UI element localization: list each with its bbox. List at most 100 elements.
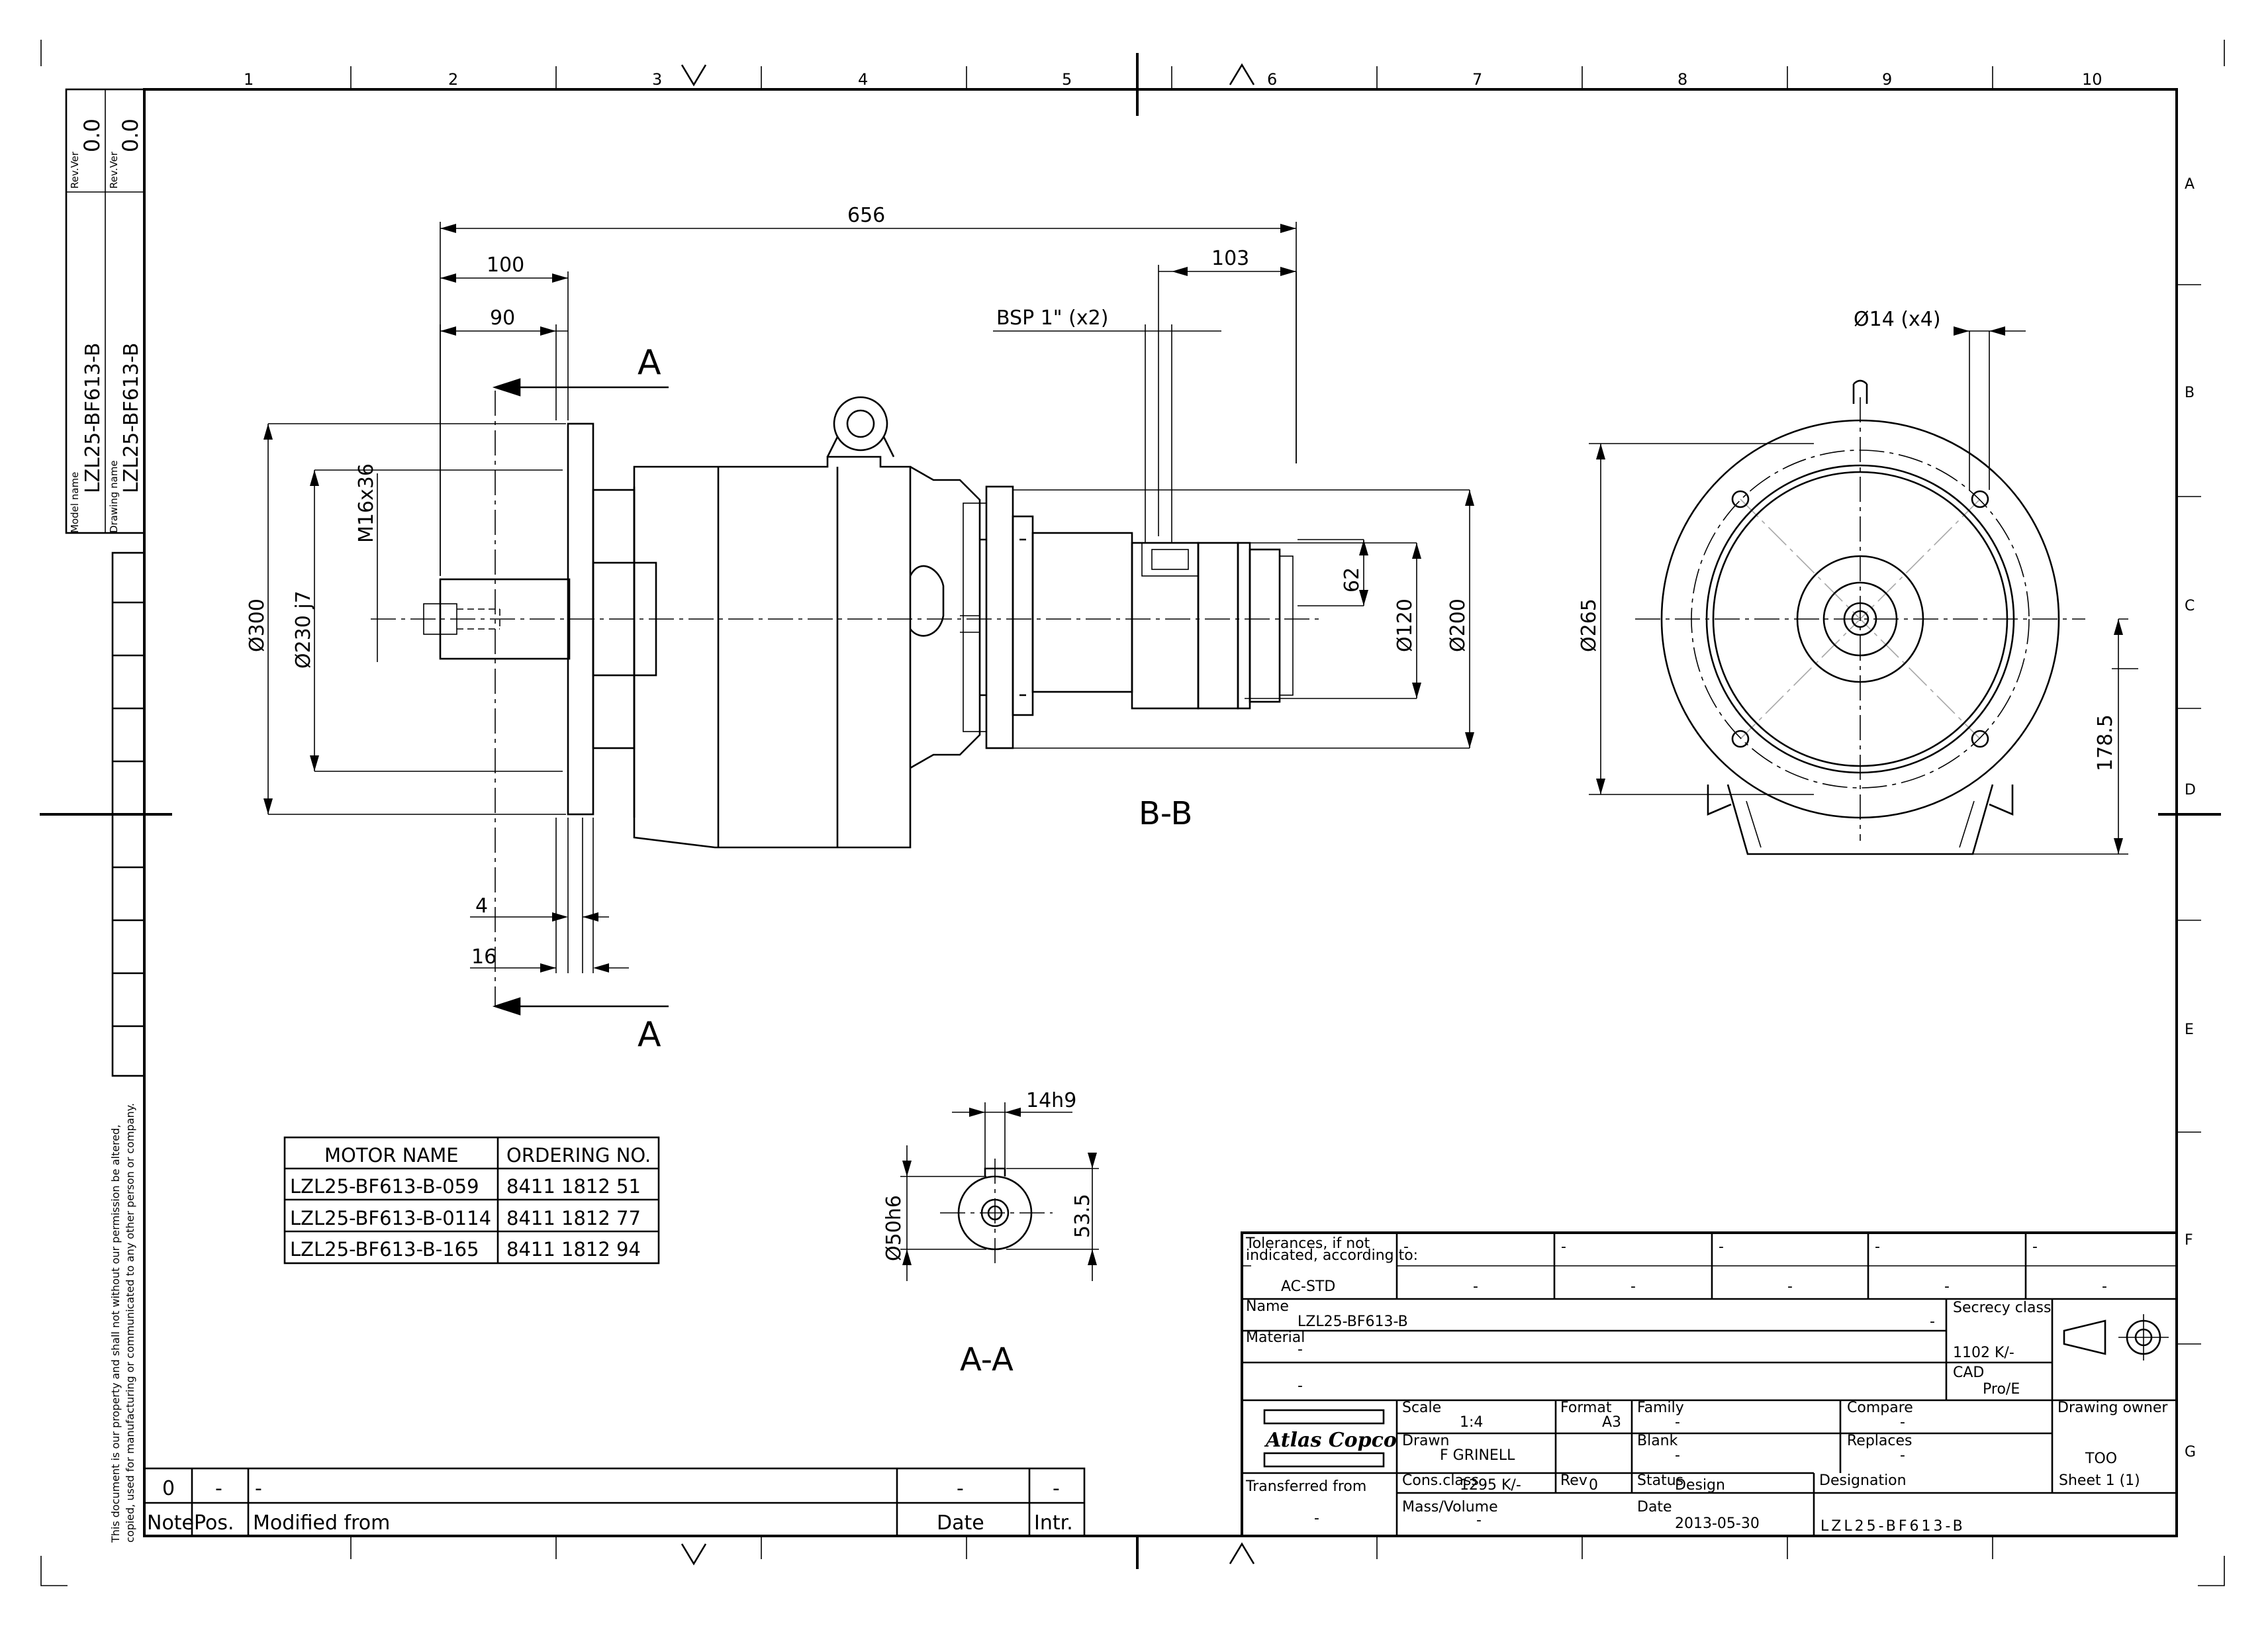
left-ruler-boxes [111,551,146,1077]
side-model-name: LZL25-BF613-B [81,343,105,493]
dim-d50: Ø50h6 [882,1195,906,1261]
rev-value: 0 [1589,1477,1598,1494]
rev-modified-value: - [255,1477,262,1500]
rev-pos-header: Pos. [194,1511,234,1535]
name-value: LZL25-BF613-B [1298,1314,1408,1330]
disclaimer-line-1: This document is our property and shall … [109,1125,122,1543]
rev-date-header: Date [937,1511,984,1535]
tol-cell-3: - [1719,1239,1724,1255]
col-2: 2 [448,70,458,89]
scale-value: 1:4 [1460,1414,1483,1431]
row-g: G [2185,1444,2196,1460]
dim-d265: Ø265 [1578,598,1601,652]
dim-bsp: BSP 1" (x2) [996,307,1108,330]
row-d: D [2185,782,2196,798]
atlas-copco-logo: Atlas Copco [1263,1409,1397,1468]
side-label-box: Model name LZL25-BF613-B Drawing name LZ… [65,88,146,534]
dim-16: 16 [471,945,496,969]
rev-intr-header: Intr. [1034,1511,1073,1535]
ordering-row-2-no: 8411 1812 77 [506,1207,641,1229]
dim-d300: Ø300 [246,598,269,652]
col-5: 5 [1062,70,1072,89]
name-dash: - [1930,1314,1935,1330]
row-f: F [2185,1232,2193,1249]
compare-label: Compare [1847,1400,1913,1416]
column-numbers: 1 2 3 4 5 6 7 8 9 10 [244,70,2103,89]
tol-label-2: indicated, according to: [1246,1247,1418,1264]
revision-block: 0 - - - - Note Pos. Modified from Date I… [143,1467,1086,1537]
col-7: 7 [1472,70,1482,89]
dim-103: 103 [1211,247,1249,270]
family-value: - [1675,1414,1680,1431]
side-model-name-label: Model name [69,472,81,533]
ordering-row-1-name: LZL25-BF613-B-059 [290,1175,479,1198]
title-block: Atlas Copco Tolerances, if not indicated… [1241,1231,2178,1537]
tol-val-3: - [1787,1278,1793,1295]
material-value: - [1298,1341,1303,1358]
owner-label: Drawing owner [2057,1400,2168,1416]
side-rev-label-1: Rev.Ver [69,151,81,189]
col-4: 4 [858,70,868,89]
column-ticks [40,53,2221,1569]
dim-d200: Ø200 [1446,598,1470,652]
side-rev-2: 0.0 [118,119,143,152]
tol-val-1: - [1473,1278,1478,1295]
ordering-row-3-no: 8411 1812 94 [506,1238,641,1261]
front-view-centerlines [1635,397,2085,841]
cons-value: 1295 K/- [1460,1477,1521,1494]
col-9: 9 [1882,70,1892,89]
designation-label: Designation [1819,1472,1907,1489]
blank-value: - [1675,1447,1680,1464]
side-view-centerlines [371,391,1324,1006]
ordering-table: MOTOR NAME ORDERING NO. LZL25-BF613-B-05… [283,1136,660,1265]
drawn-value: F GRINELL [1440,1447,1515,1464]
dim-holes: Ø14 (x4) [1854,308,1941,331]
col-10: 10 [2082,70,2103,89]
dim-178: 178.5 [2094,714,2117,771]
col-6: 6 [1267,70,1277,89]
row-a: A [2185,176,2195,193]
col-8: 8 [1677,70,1687,89]
cad-value: Pro/E [1983,1381,2020,1398]
side-drawing-name: LZL25-BF613-B [120,343,143,493]
date-value: 2013-05-30 [1675,1515,1760,1532]
section-bb-label: B-B [1139,795,1192,832]
disclaimer: This document is our property and shall … [109,1103,136,1543]
ordering-row-2-name: LZL25-BF613-B-0114 [290,1207,491,1229]
col-1: 1 [244,70,254,89]
mass-value: - [1476,1512,1482,1529]
material-value-2: - [1298,1378,1303,1394]
name-label: Name [1246,1298,1289,1315]
scale-label: Scale [1402,1400,1441,1416]
format-label: Format [1560,1400,1612,1416]
rev-note-header: Note [147,1511,194,1535]
tol-val-2: - [1630,1278,1636,1295]
dim-90: 90 [490,307,515,330]
format-value: A3 [1602,1414,1621,1431]
side-view [423,396,1294,849]
tol-cell-1: - [1403,1239,1409,1255]
side-rev-1: 0.0 [79,119,105,152]
blank-label: Blank [1637,1433,1678,1449]
section-aa-label: A-A [960,1341,1014,1378]
dim-14h9: 14h9 [1026,1089,1076,1112]
col-3: 3 [652,70,662,89]
date-label: Date [1637,1499,1672,1515]
rev-label: Rev [1560,1472,1587,1489]
status-value: Design [1675,1477,1725,1494]
owner-value: TOO [2085,1451,2117,1467]
transferred-value: - [1314,1510,1319,1527]
tol-cell-5: - [2032,1239,2038,1255]
row-b: B [2185,385,2195,401]
family-label: Family [1637,1400,1684,1416]
row-e: E [2185,1022,2194,1038]
section-a-top-label: A [638,343,661,383]
dim-d120: Ø120 [1394,598,1417,652]
drawn-label: Drawn [1402,1433,1449,1449]
centering-marks [681,63,1255,1566]
projection-symbol-icon [2063,1314,2169,1361]
section-a-markers [492,378,669,1016]
dim-100: 100 [487,254,524,277]
tol-val-5: - [2102,1278,2107,1295]
